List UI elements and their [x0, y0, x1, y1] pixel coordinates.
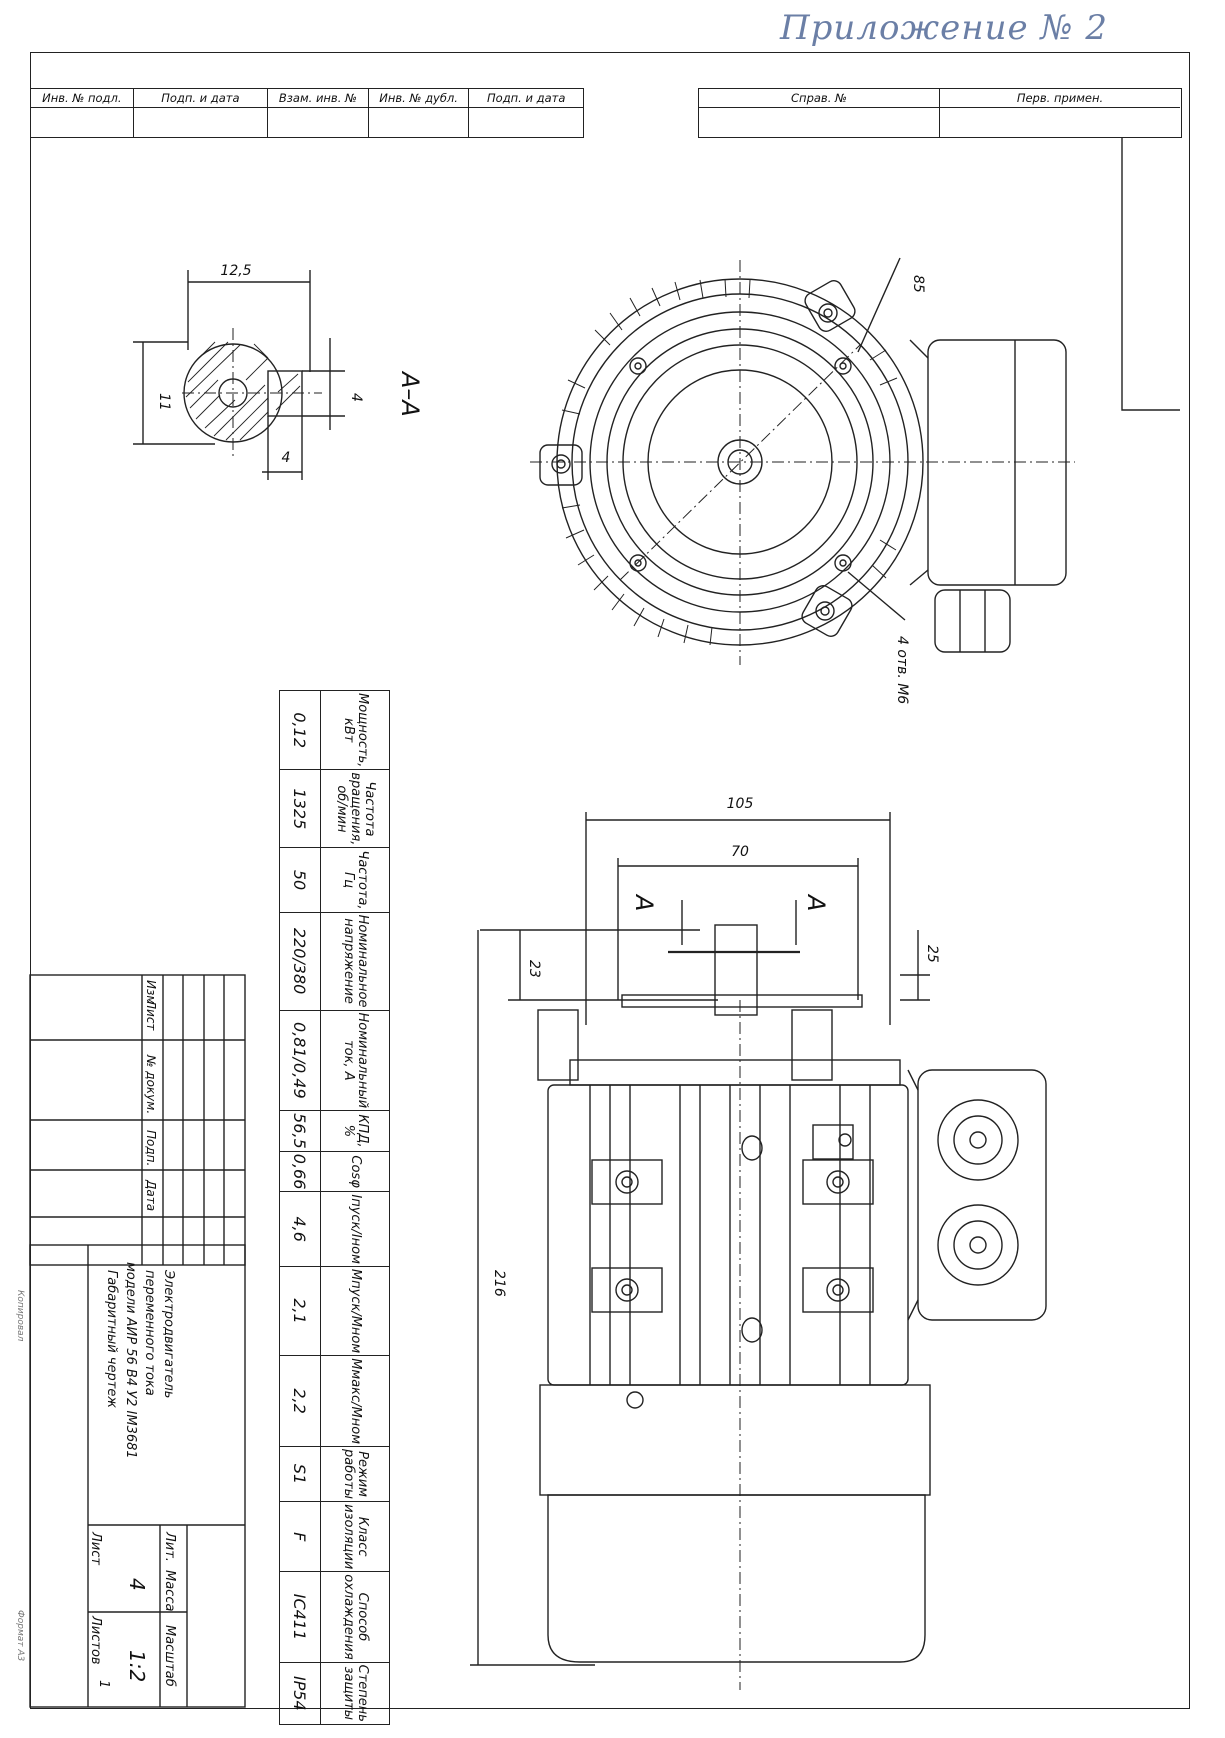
- spec-header: Cosφ: [320, 1151, 390, 1192]
- fan-cover: [547, 1494, 926, 1663]
- spec-value: 4,6: [279, 1191, 321, 1267]
- spec-table: Мощность, кВт Частота вращения, об/мин Ч…: [279, 690, 390, 1725]
- spec-value: 1325: [279, 769, 321, 848]
- top-stamp-right: Справ. № Перв. примен.: [698, 88, 1182, 138]
- motor-body: [547, 1084, 909, 1386]
- dim-70: 70: [731, 844, 749, 860]
- stamp-cell: Инв. № подл.: [31, 89, 133, 108]
- spec-header: Частота, Гц: [320, 847, 390, 913]
- rev-header: Подп.: [144, 1130, 158, 1166]
- spec-table-wrap: Мощность, кВт Частота вращения, об/мин Ч…: [272, 690, 390, 1725]
- title-line: модели АИР 56 В4 У2 IM3681: [123, 1262, 138, 1459]
- stamp-cell: Взам. инв. №: [268, 89, 368, 108]
- spec-header: Mмакс/Mном: [320, 1355, 390, 1447]
- dim-key-w: 4: [282, 450, 291, 466]
- spec-value: 0,66: [279, 1151, 321, 1192]
- spec-value: 2,1: [279, 1266, 321, 1356]
- spec-value: 220/380: [279, 912, 321, 1011]
- title-line: Электродвигатель: [161, 1269, 176, 1398]
- rev-header: Изм: [144, 980, 158, 1004]
- sheets-value: 1: [96, 1680, 111, 1688]
- spec-header: Режим работы: [320, 1446, 390, 1502]
- title-line: переменного тока: [142, 1270, 157, 1396]
- spec-header: Частота вращения, об/мин: [320, 769, 390, 848]
- section-marker-right: А: [802, 893, 830, 911]
- handwritten-note: Приложение № 2: [780, 8, 1109, 48]
- dim-105: 105: [727, 796, 754, 812]
- terminal-box: [927, 339, 1067, 586]
- stamp-cell: Инв. № дубл.: [368, 89, 469, 108]
- dim-shaft: 11: [156, 393, 172, 411]
- right-frame-line: [1121, 137, 1180, 411]
- stamp-cell: Подп. и дата: [469, 89, 583, 108]
- cable-gland: [934, 589, 1011, 653]
- stamp-cell: Подп. и дата: [133, 89, 268, 108]
- rev-header: № докум.: [144, 1054, 158, 1114]
- spec-header: Мощность, кВт: [320, 690, 390, 770]
- spec-value: IC411: [279, 1571, 321, 1663]
- spec-value: S1: [279, 1446, 321, 1502]
- dim-flange: 85: [910, 275, 926, 293]
- scale-label: Масштаб: [162, 1625, 177, 1687]
- spec-value: 50: [279, 847, 321, 913]
- dim-key-width: 12,5: [220, 263, 251, 279]
- sheets-label: Листов: [88, 1615, 103, 1665]
- spec-value: 56,5: [279, 1110, 321, 1152]
- section-marker-left: А: [630, 893, 658, 911]
- spec-value: 2,2: [279, 1355, 321, 1447]
- section-label: А–А: [396, 370, 424, 417]
- spec-header: Степень защиты: [320, 1662, 390, 1725]
- dim-216: 216: [491, 1270, 507, 1297]
- spec-value: IP54: [279, 1662, 321, 1725]
- spec-header: Iпуск/Iном: [320, 1191, 390, 1267]
- spec-header: Mпуск/Mном: [320, 1266, 390, 1356]
- mass-label: Масса: [162, 1570, 177, 1611]
- spec-header: Номинальное напряжение: [320, 912, 390, 1011]
- dim-23: 23: [526, 960, 542, 978]
- margin-format: Формат А3: [15, 1610, 25, 1662]
- spec-header: Номинальный ток, А: [320, 1010, 390, 1111]
- lit-label: Лит.: [162, 1531, 177, 1562]
- drawing-frame: [30, 52, 1190, 1709]
- title-block: [29, 1244, 246, 1708]
- spec-value: 0,81/0,49: [279, 1010, 321, 1111]
- margin-copy: Копировал: [15, 1290, 25, 1342]
- rev-header: Дата: [144, 1179, 158, 1211]
- stamp-cell: Перв. примен.: [940, 89, 1180, 108]
- spec-header: КПД, %: [320, 1110, 390, 1152]
- rev-header: Лист: [144, 999, 158, 1031]
- spec-value: 0,12: [279, 690, 321, 770]
- spec-value: F: [279, 1501, 321, 1572]
- dim-key-h: 4: [348, 393, 364, 402]
- title-line: Габаритный чертеж: [104, 1270, 119, 1408]
- scale-value: 1:2: [125, 1650, 149, 1682]
- spec-header: Способ охлаждения: [320, 1571, 390, 1663]
- top-stamp-left: Инв. № подл. Подп. и дата Взам. инв. № И…: [30, 88, 584, 138]
- dim-25: 25: [924, 945, 940, 963]
- dim-holes: 4 отв. М6: [894, 636, 910, 704]
- spec-header: Класс изоляции: [320, 1501, 390, 1572]
- sheet-label: Лист: [88, 1531, 103, 1565]
- terminal-box-side: [917, 1069, 1047, 1321]
- stamp-cell: Справ. №: [699, 89, 939, 108]
- mass-value: 4: [125, 1578, 149, 1591]
